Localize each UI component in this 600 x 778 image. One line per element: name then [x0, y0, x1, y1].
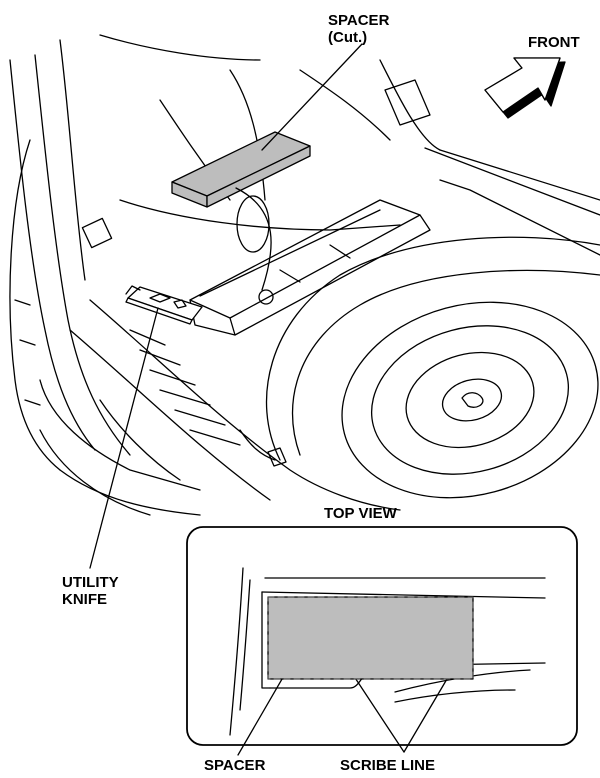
- rear-sill: [39, 299, 401, 516]
- spacer-cut-label-line2: (Cut.): [328, 29, 368, 46]
- body-left-structure: [9, 34, 261, 516]
- spacer-top-view: [267, 596, 474, 680]
- top-view-label: TOP VIEW: [324, 505, 397, 522]
- spacer-label: SPACER: [204, 757, 266, 774]
- front-label: FRONT: [528, 34, 580, 51]
- floor-tray: [189, 199, 431, 336]
- spacer-cut-label-line1: SPACER: [328, 12, 390, 29]
- spacer-motion-line: [235, 187, 272, 291]
- front-arrow-icon: [484, 57, 566, 119]
- scribe-line-label: SCRIBE LINE: [340, 757, 436, 774]
- utility-knife-label: UTILITY KNIFE: [62, 574, 119, 608]
- scribe-line-outline: [267, 596, 474, 680]
- leader-spacer-cut: [261, 43, 363, 151]
- utility-knife-label-line2: KNIFE: [62, 591, 107, 608]
- spacer-cut-label: SPACER (Cut.): [328, 12, 389, 46]
- utility-knife: [125, 285, 203, 325]
- spare-tire: [265, 236, 600, 499]
- leader-utility-knife: [89, 307, 159, 569]
- spacer-cut-piece: [171, 131, 311, 208]
- utility-knife-label-line1: UTILITY: [62, 574, 119, 591]
